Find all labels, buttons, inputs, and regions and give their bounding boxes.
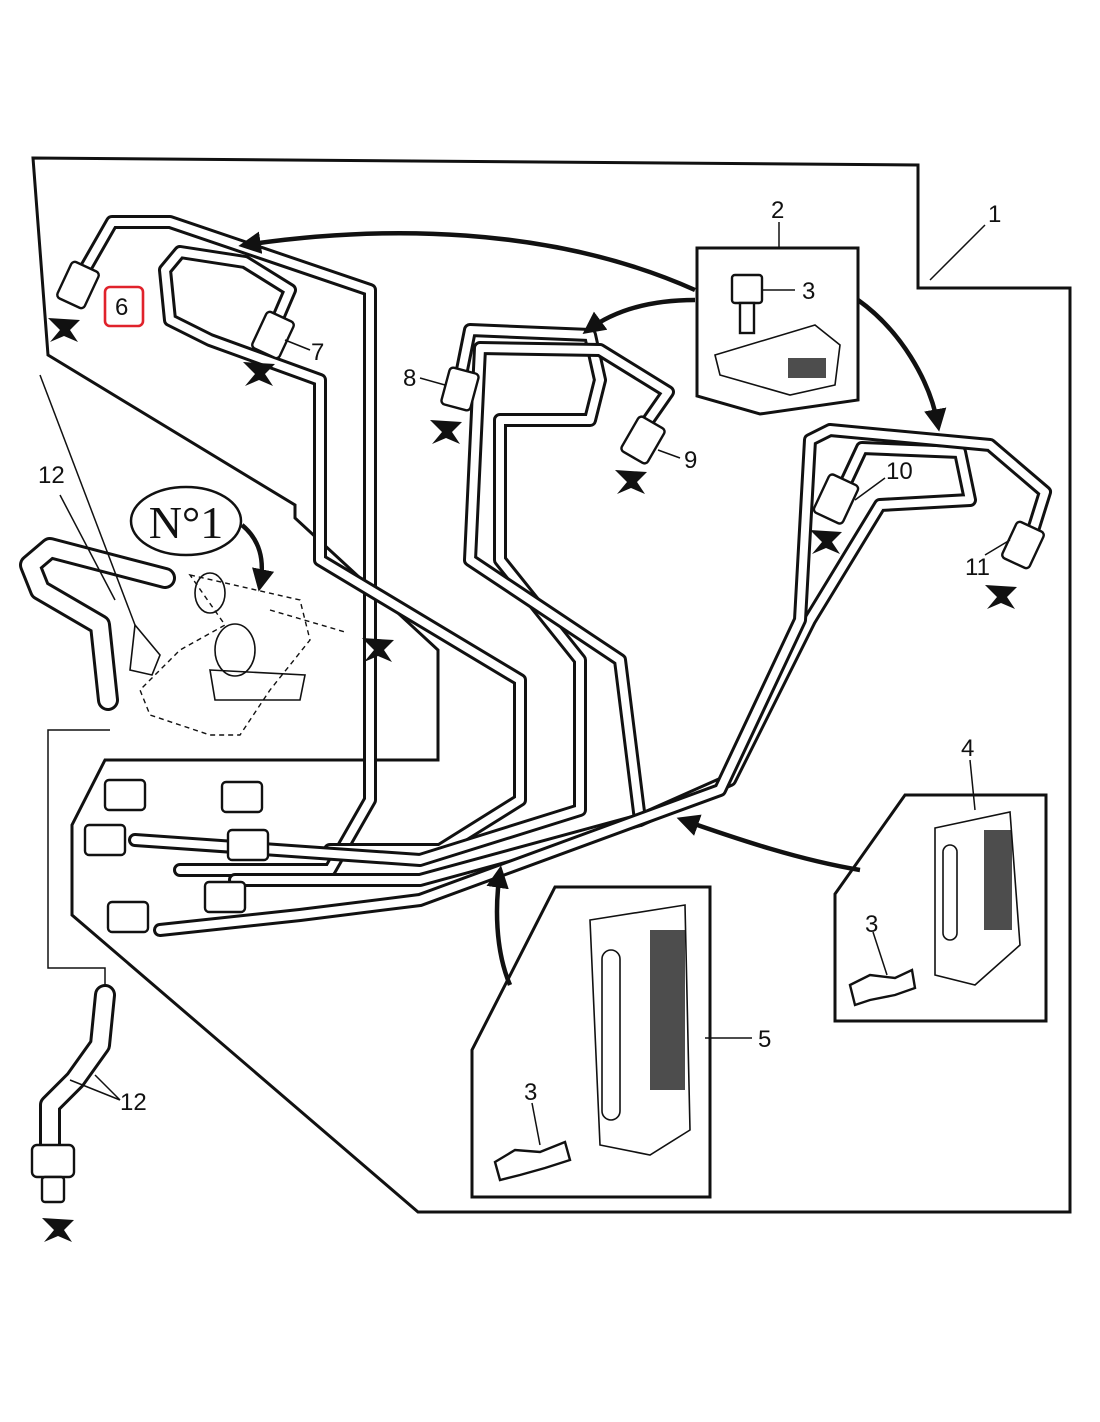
union-nut — [30, 1143, 76, 1179]
callout-leaders — [69, 222, 1011, 1146]
hose-fitting — [129, 623, 161, 676]
nut-11 — [1001, 520, 1045, 570]
callout-8: 8 — [403, 365, 416, 392]
callout-6-highlight — [103, 285, 145, 328]
callout-2: 2 — [771, 197, 784, 224]
clip-2-bolt — [730, 273, 764, 305]
clip-4-pad — [984, 830, 1012, 930]
cylinder-no1-ellipse — [129, 485, 243, 557]
leader-3c — [531, 1102, 541, 1146]
pump-nut-6 — [106, 900, 150, 934]
clip-detail-5 — [470, 885, 712, 1199]
clip-4-screw — [848, 968, 917, 1007]
leader-8 — [419, 377, 446, 386]
injector-marker-11 — [985, 585, 1017, 609]
injector-marker-7 — [243, 362, 275, 386]
arrow-from-clip-5 — [486, 865, 513, 986]
indication-arrows — [238, 231, 947, 986]
callout-11: 11 — [965, 554, 990, 581]
clip-4-frame — [833, 793, 1048, 1023]
callout-labels: 1 2 3 3 3 4 5 6 7 8 9 10 11 12 12 — [38, 197, 1001, 1116]
callout-6: 6 — [115, 294, 128, 321]
tee-bracket — [209, 669, 306, 701]
clip-2-body — [714, 324, 841, 396]
cylinder-no1-badge: N°1 — [129, 485, 243, 557]
leader-4 — [969, 759, 976, 811]
pump-nut-2 — [220, 780, 264, 814]
connector-bracket — [47, 729, 110, 990]
injector-marker-6 — [48, 318, 80, 342]
callout-5: 5 — [758, 1026, 771, 1053]
callout-3: 3 — [524, 1079, 537, 1106]
clip-5-body — [589, 904, 691, 1156]
leader-1 — [929, 224, 986, 281]
arrow-to-pipe-6 — [238, 231, 696, 293]
callout-3: 3 — [802, 278, 815, 305]
leader-9 — [657, 449, 681, 459]
leak-off-hose-detail — [19, 374, 346, 736]
arrow-from-clip-4 — [676, 814, 861, 873]
tee-body — [214, 623, 256, 677]
clip-detail-2 — [695, 246, 860, 416]
clip-4-slot — [942, 844, 958, 941]
injector-markers — [42, 318, 1017, 1242]
leader-11 — [984, 539, 1011, 556]
pump-nut-3 — [83, 823, 127, 857]
cylinder-no1-label: N°1 — [149, 497, 224, 548]
callout-1: 1 — [988, 201, 1001, 228]
clip-2-bolt-shank — [738, 301, 756, 335]
pump-nut-4 — [226, 828, 270, 862]
nut-6 — [56, 260, 100, 310]
leader-7 — [284, 339, 311, 351]
injector-marker-10 — [810, 530, 842, 554]
pump-nut-1 — [103, 778, 147, 812]
injector-marker-8 — [430, 420, 462, 444]
nut-9 — [620, 415, 666, 465]
hose-leader-12 — [59, 494, 116, 601]
injector-marker-bottom — [42, 1218, 74, 1242]
union-thread — [40, 1175, 66, 1204]
arrow-to-pipe-8 — [582, 297, 696, 335]
assembly-outline — [31, 156, 1072, 1214]
callout-9: 9 — [684, 447, 697, 474]
callout-10: 10 — [886, 458, 913, 485]
hose-leader — [39, 374, 136, 626]
clip-5-slot — [601, 949, 621, 1121]
clip-detail-4 — [833, 793, 1048, 1023]
clip-2-frame — [695, 246, 860, 416]
clip-5-pad — [650, 930, 685, 1090]
callout-7: 7 — [311, 339, 324, 366]
tee-cap — [194, 572, 226, 614]
leader-3b — [872, 931, 888, 976]
leader-12b — [69, 1074, 121, 1101]
pipe-nuts — [56, 260, 1045, 934]
injector-marker-9 — [615, 470, 647, 494]
callout-12: 12 — [120, 1089, 147, 1116]
injection-pipe-group — [73, 215, 1052, 937]
clip-5-screw — [493, 1140, 572, 1182]
callout-12: 12 — [38, 462, 65, 489]
callout-4: 4 — [961, 735, 974, 762]
pump-nut-5 — [203, 880, 247, 914]
leader-10 — [854, 477, 886, 501]
injector-marker-tee — [362, 638, 394, 662]
nut-10 — [812, 473, 860, 525]
arrow-no1 — [240, 523, 275, 592]
lower-leak-off-assembly — [30, 984, 116, 1204]
nut-8 — [440, 366, 480, 412]
callout-3: 3 — [865, 911, 878, 938]
clip-2-pad — [788, 358, 826, 378]
clip-4-body — [934, 811, 1021, 986]
clip-5-frame — [470, 885, 712, 1199]
tee-pipe — [269, 609, 346, 633]
arrow-to-pipe-10 — [856, 298, 947, 432]
